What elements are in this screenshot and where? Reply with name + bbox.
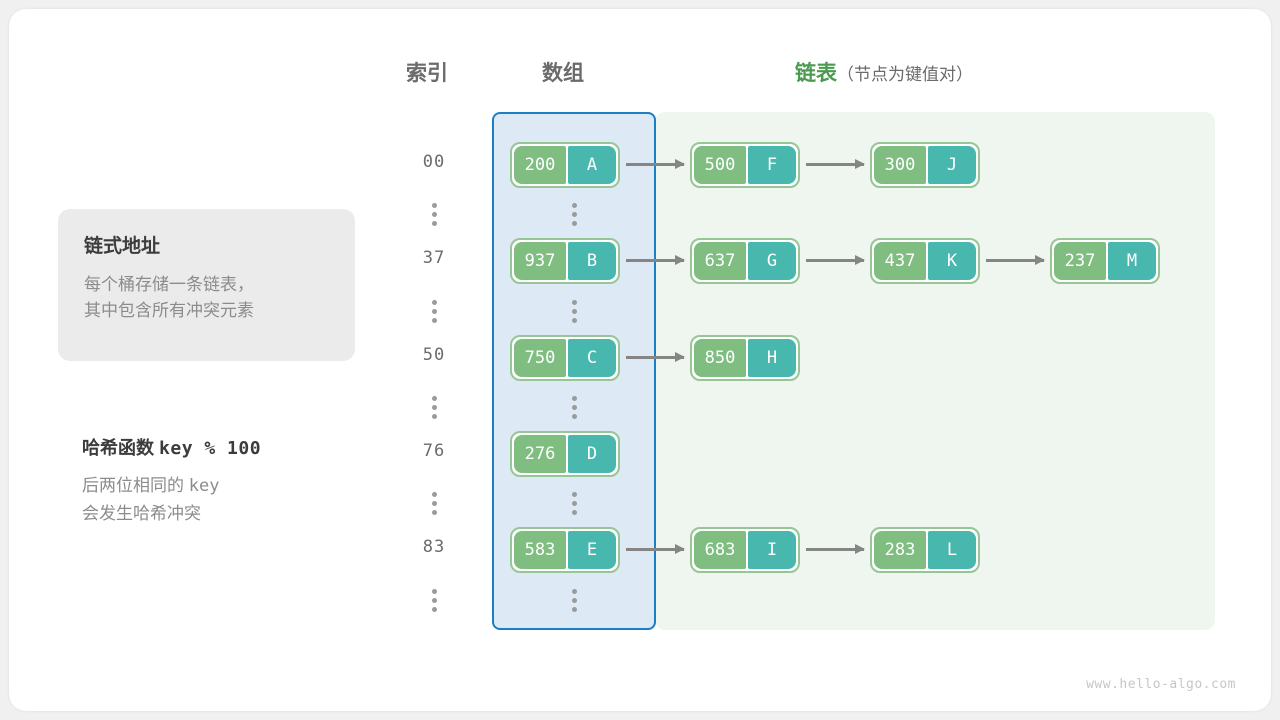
column-header-linked-list: 链表（节点为键值对） xyxy=(795,57,973,87)
info-card-title: 链式地址 xyxy=(84,236,161,257)
ellipsis-row xyxy=(0,199,1280,235)
array-ellipsis-icon xyxy=(564,585,584,612)
node-value: M xyxy=(1108,242,1156,280)
node-value: B xyxy=(568,242,616,280)
index-ellipsis-icon xyxy=(424,392,444,419)
node-key: 200 xyxy=(514,146,566,184)
chain-arrow xyxy=(626,255,685,265)
index-ellipsis-icon xyxy=(424,488,444,515)
node-key: 637 xyxy=(694,242,746,280)
node-key: 937 xyxy=(514,242,566,280)
node-value: J xyxy=(928,146,976,184)
bucket-index-label: 50 xyxy=(422,345,446,365)
node-value: L xyxy=(928,531,976,569)
node-value: A xyxy=(568,146,616,184)
column-header-index: 索引 xyxy=(406,62,448,85)
info-card-line-1: 每个桶存储一条链表， xyxy=(84,275,254,294)
column-header-array: 数组 xyxy=(542,62,584,85)
hash-function-line-1-prefix: 后两位相同的 xyxy=(82,476,189,495)
ellipsis-row xyxy=(0,392,1280,428)
array-ellipsis-icon xyxy=(564,199,584,226)
chain-arrow xyxy=(626,544,685,554)
node-key: 276 xyxy=(514,435,566,473)
index-ellipsis-icon xyxy=(424,296,444,323)
hash-function-expression: key % 100 xyxy=(159,438,262,459)
node-value: I xyxy=(748,531,796,569)
ellipsis-row xyxy=(0,585,1280,621)
array-ellipsis-icon xyxy=(564,296,584,323)
chain-arrow xyxy=(626,159,685,169)
bucket-index-label: 76 xyxy=(422,441,446,461)
node-key: 850 xyxy=(694,339,746,377)
index-ellipsis-icon xyxy=(424,199,444,226)
info-card-body: 每个桶存储一条链表， 其中包含所有冲突元素 xyxy=(84,272,329,325)
chain-arrow xyxy=(806,255,865,265)
chain-arrow xyxy=(806,159,865,169)
ellipsis-row xyxy=(0,488,1280,524)
hash-function-title: 哈希函数 key % 100 xyxy=(82,434,382,460)
chain-arrow xyxy=(986,255,1045,265)
node-key: 300 xyxy=(874,146,926,184)
node-key: 500 xyxy=(694,146,746,184)
node-key: 283 xyxy=(874,531,926,569)
info-card-chaining: 链式地址 每个桶存储一条链表， 其中包含所有冲突元素 xyxy=(58,209,355,361)
node-key: 237 xyxy=(1054,242,1106,280)
hash-function-line-1: 后两位相同的 key xyxy=(82,472,382,500)
node-key: 583 xyxy=(514,531,566,569)
node-value: K xyxy=(928,242,976,280)
watermark: www.hello-algo.com xyxy=(1086,677,1236,692)
column-header-linked-list-main: 链表 xyxy=(795,62,837,85)
node-value: E xyxy=(568,531,616,569)
node-value: H xyxy=(748,339,796,377)
bucket-index-label: 37 xyxy=(422,248,446,268)
node-value: G xyxy=(748,242,796,280)
hash-function-line-1-key: key xyxy=(188,476,220,496)
node-value: D xyxy=(568,435,616,473)
node-value: F xyxy=(748,146,796,184)
chain-arrow xyxy=(806,544,865,554)
node-value: C xyxy=(568,339,616,377)
hash-function-line-2: 会发生哈希冲突 xyxy=(82,504,201,524)
node-key: 683 xyxy=(694,531,746,569)
hash-function-note: 哈希函数 key % 100 后两位相同的 key 会发生哈希冲突 xyxy=(82,434,382,527)
node-key: 750 xyxy=(514,339,566,377)
hash-function-body: 后两位相同的 key 会发生哈希冲突 xyxy=(82,472,382,527)
info-card-line-2: 其中包含所有冲突元素 xyxy=(84,301,254,321)
node-key: 437 xyxy=(874,242,926,280)
array-ellipsis-icon xyxy=(564,392,584,419)
bucket-index-label: 83 xyxy=(422,537,446,557)
array-ellipsis-icon xyxy=(564,488,584,515)
hash-function-label: 哈希函数 xyxy=(82,438,154,458)
column-header-linked-list-sub: （节点为键值对） xyxy=(837,65,973,84)
chain-arrow xyxy=(626,352,685,362)
index-ellipsis-icon xyxy=(424,585,444,612)
ellipsis-row xyxy=(0,296,1280,332)
bucket-index-label: 00 xyxy=(422,152,446,172)
